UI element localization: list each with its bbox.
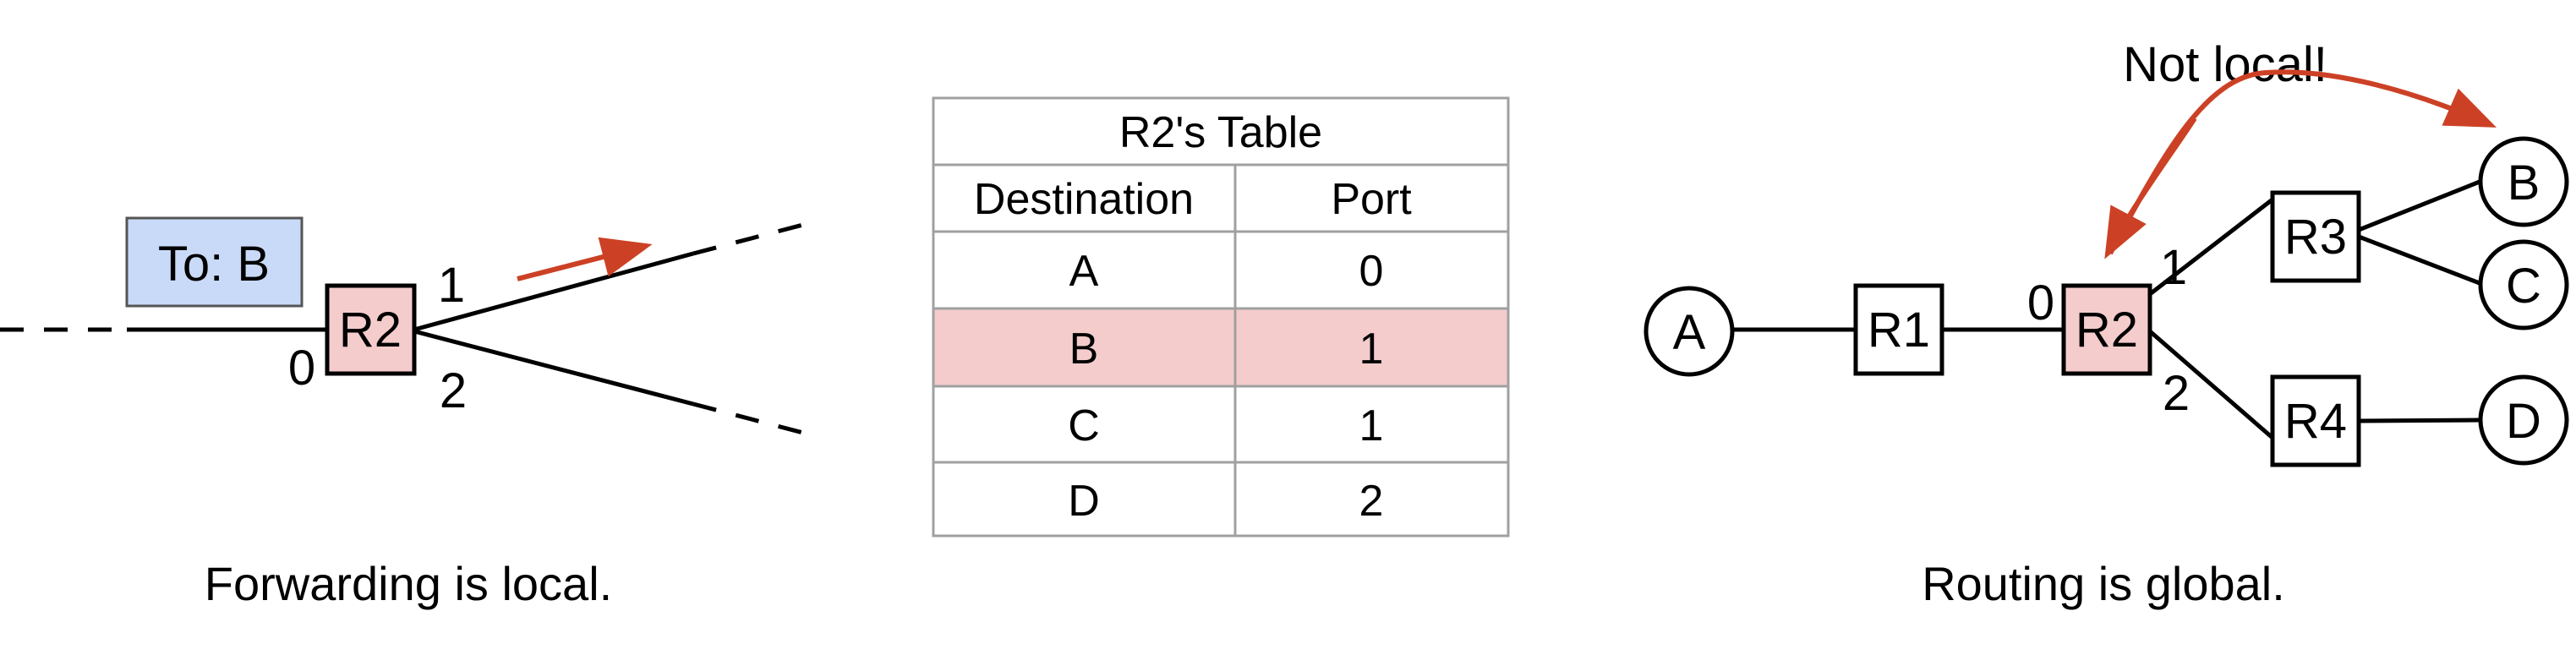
host-c — [2478, 239, 2569, 330]
router-r2-left — [325, 283, 417, 376]
link-r3-c — [2358, 234, 2480, 286]
port-0-label: 0 — [2027, 276, 2054, 330]
router-r4 — [2270, 374, 2361, 467]
port-2-label: 2 — [2163, 366, 2190, 421]
router-r2-left-label: R2 — [339, 303, 402, 358]
host-b-label: B — [2508, 156, 2540, 210]
link-r3-b — [2358, 179, 2480, 232]
table-header-port: Port — [1331, 175, 1412, 224]
port-2-label-left: 2 — [440, 363, 467, 418]
not-local-arrow-start — [2104, 117, 2197, 259]
router-r2 — [2061, 283, 2152, 376]
host-a-label: A — [1673, 305, 1706, 360]
port-2-link — [413, 329, 694, 407]
link-r4-d — [2358, 418, 2480, 423]
table-title: R2's Table — [1119, 108, 1322, 157]
host-a — [1643, 286, 1735, 377]
table-cell-destination: D — [1068, 477, 1100, 526]
port-1-label: 1 — [2160, 240, 2187, 295]
router-r1 — [1853, 283, 1944, 376]
host-b — [2478, 136, 2569, 227]
port-0-label-left: 0 — [288, 341, 315, 396]
link-r2-r4 — [2148, 330, 2274, 439]
table-cell-destination: B — [1069, 325, 1099, 374]
table-cell-destination: C — [1068, 401, 1100, 450]
port-2-dashed-link — [692, 401, 817, 439]
host-d — [2478, 374, 2569, 466]
router-r2-label: R2 — [2076, 303, 2138, 358]
routing-panel: A R1 R2 R3 R4 B C D 0 1 2 Not local! Rou… — [1643, 37, 2569, 610]
destination-label-text: To: B — [158, 237, 270, 292]
forward-direction-arrow — [517, 237, 653, 281]
destination-label-box — [125, 216, 304, 308]
table-row-highlight — [933, 308, 1508, 386]
table-cell-destination: A — [1069, 247, 1099, 296]
table-cell-port: 1 — [1359, 325, 1384, 374]
host-d-label: D — [2506, 394, 2541, 449]
forwarding-panel: To: B R2 0 1 2 Forwarding is local. — [0, 216, 817, 610]
forwarding-table: R2's Table Destination Port A 0 B 1 C 1 … — [932, 96, 1510, 538]
router-r3-label: R3 — [2284, 210, 2347, 265]
link-r2-r3 — [2148, 198, 2274, 296]
routing-caption: Routing is global. — [1922, 557, 2285, 610]
router-r3 — [2270, 190, 2361, 283]
table-header-destination: Destination — [974, 175, 1194, 224]
port-1-dashed-link — [692, 219, 817, 256]
host-c-label: C — [2506, 259, 2541, 314]
table-cell-port: 1 — [1359, 401, 1384, 450]
table-cell-port: 0 — [1359, 247, 1384, 296]
router-r1-label: R1 — [1868, 303, 1930, 358]
port-1-label-left: 1 — [438, 258, 465, 313]
not-local-annotation: Not local! — [2123, 37, 2327, 92]
table-cell-port: 2 — [1359, 477, 1384, 526]
router-r4-label: R4 — [2284, 394, 2347, 449]
forwarding-caption: Forwarding is local. — [205, 557, 612, 610]
table-border — [932, 96, 1510, 538]
